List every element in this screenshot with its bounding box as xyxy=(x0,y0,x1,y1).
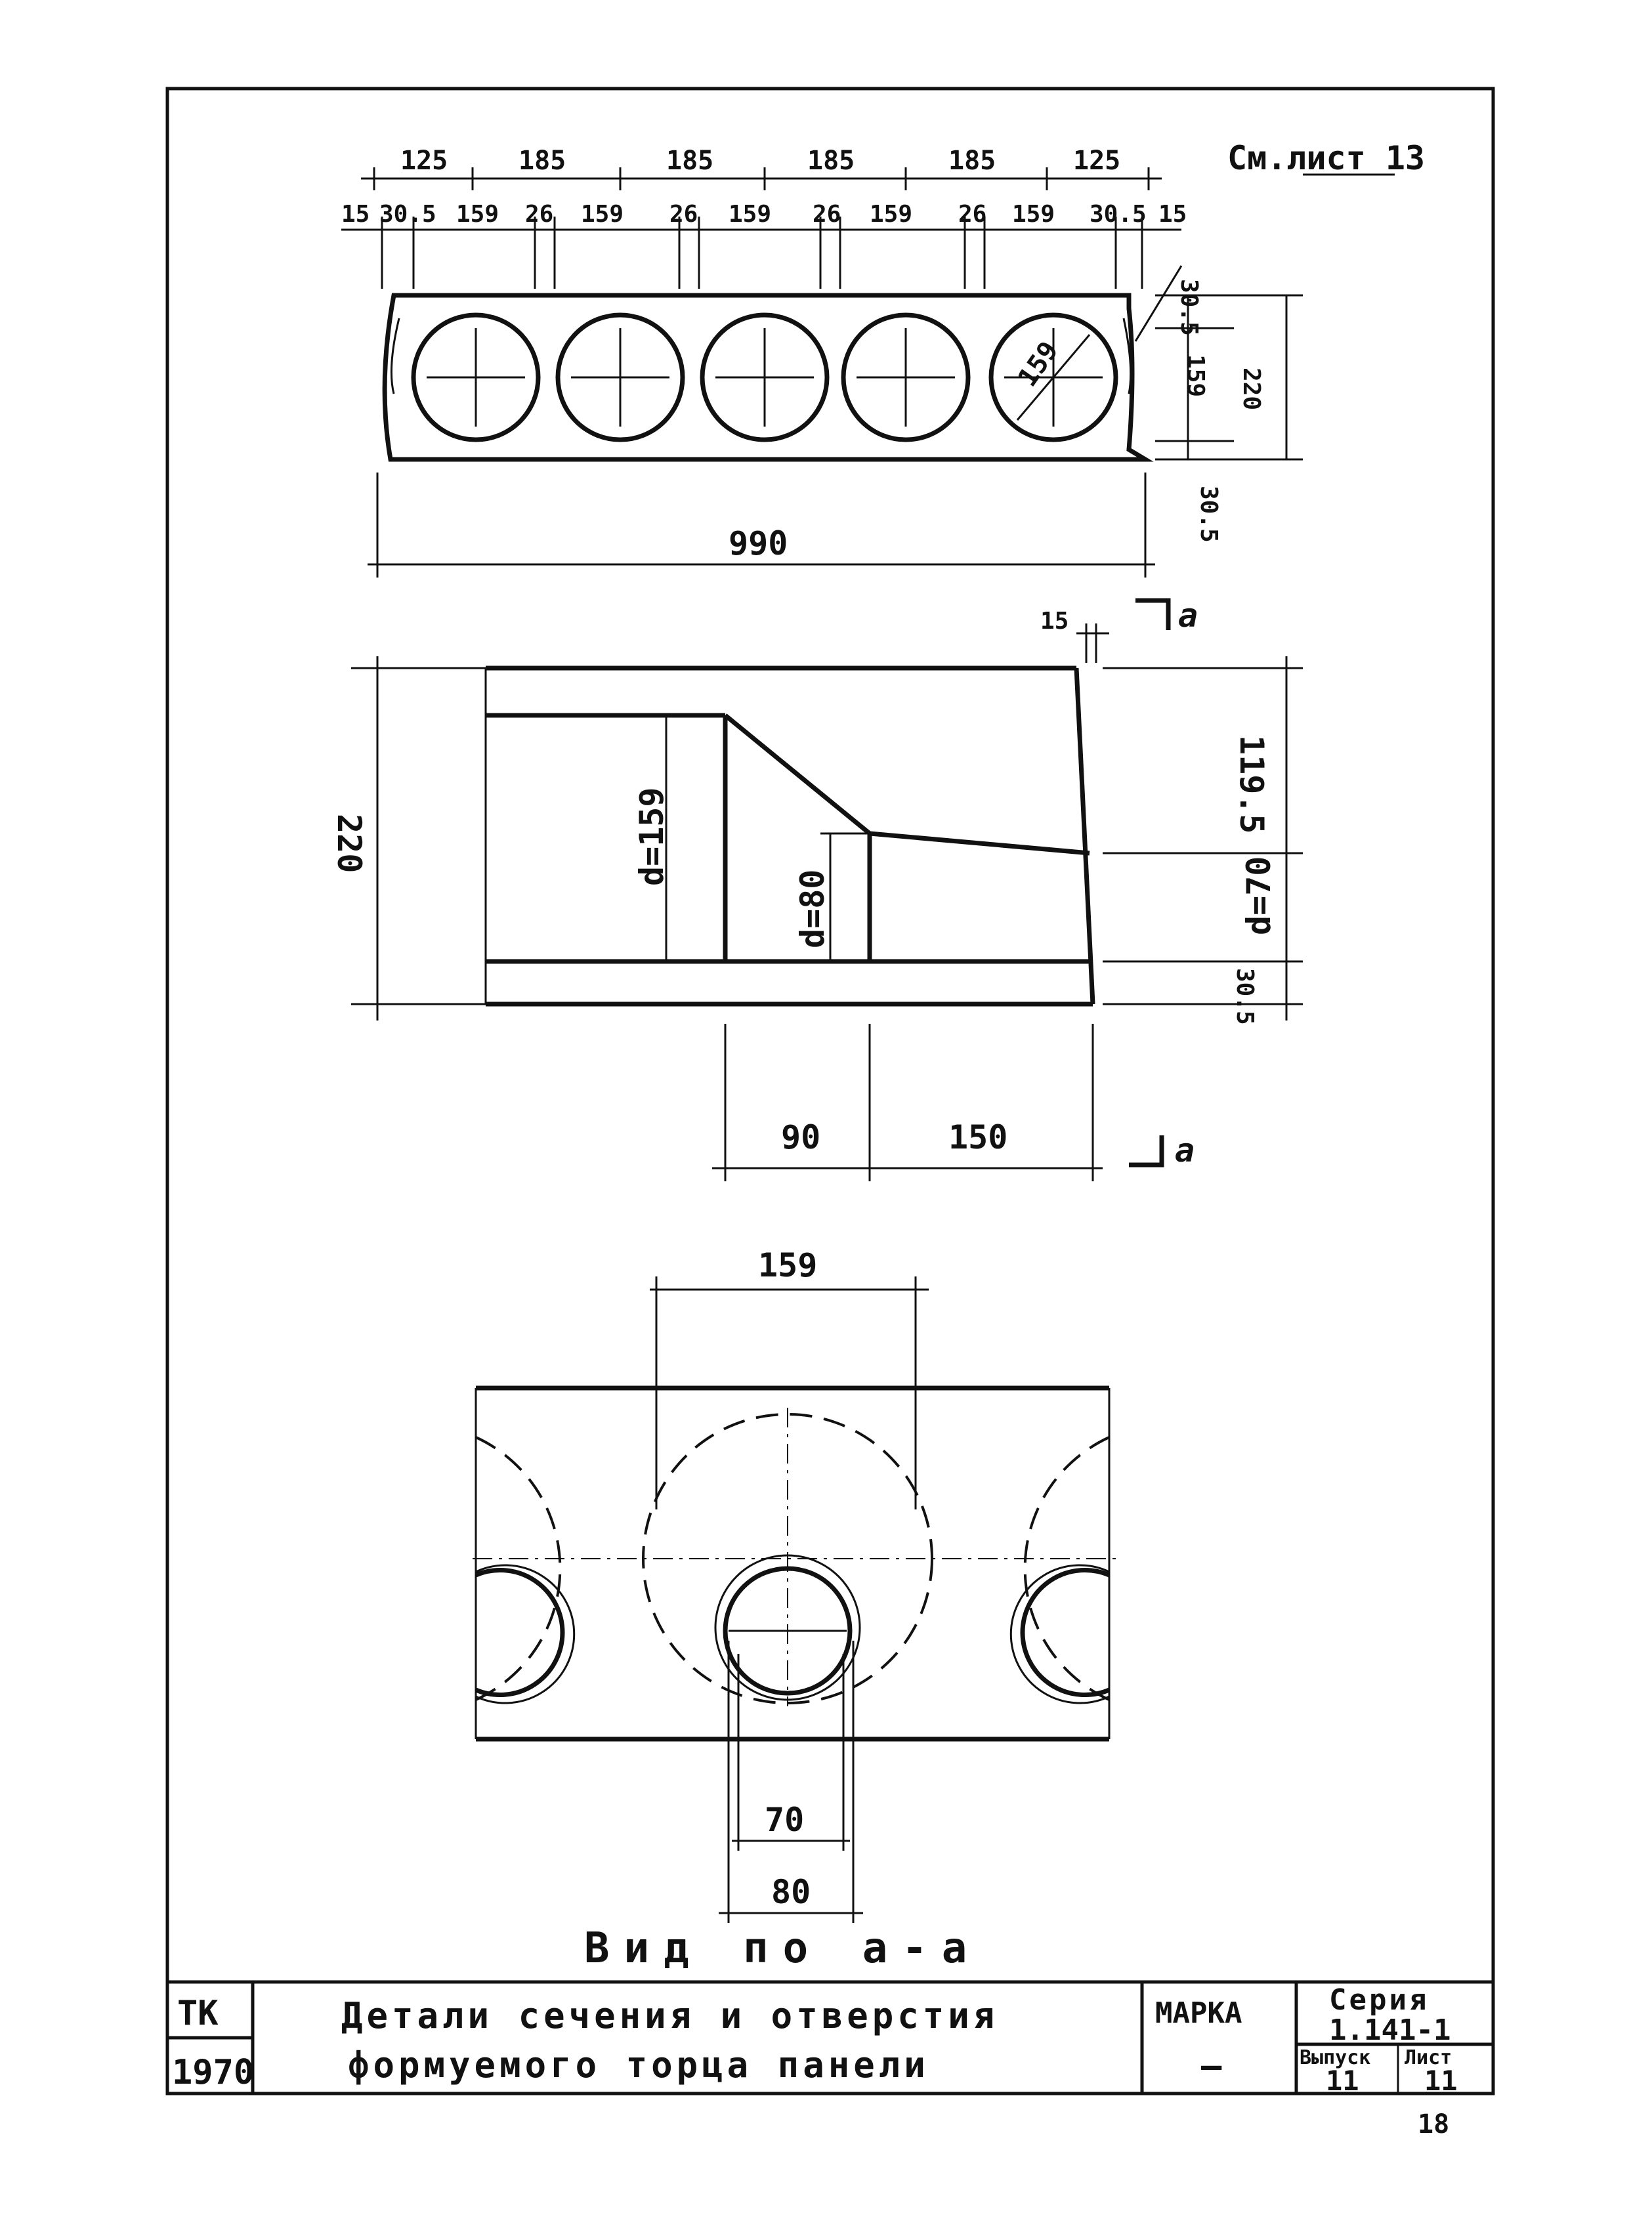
section-right-dim-3: 30.5 xyxy=(1231,968,1258,1025)
plan-hole-diameter: 159 xyxy=(1013,336,1065,392)
issue-label: Выпуск xyxy=(1300,2046,1370,2069)
opening-top xyxy=(869,831,1090,856)
section-mark-top-arrow xyxy=(1135,598,1171,630)
plan-height-top: 30.5 xyxy=(1175,279,1202,336)
page-number: 18 xyxy=(1418,2109,1449,2139)
plan-hollow-core-5 xyxy=(988,312,1118,442)
end-opening-left-outer xyxy=(475,1564,576,1704)
plan-overall-length: 990 xyxy=(729,524,788,562)
plan-dim-2-12: 30.5 xyxy=(1090,201,1147,228)
title-block: ТК 1970 Детали сечения и отверстия форму… xyxy=(167,1980,1493,2097)
plan-height-core: 159 xyxy=(1182,354,1209,397)
plan-height-bottom: 30.5 xyxy=(1195,486,1222,543)
plan-hollow-core-4 xyxy=(841,312,971,442)
plan-dim-2-7: 159 xyxy=(729,201,771,228)
reference-note: См.лист 13 xyxy=(1227,139,1425,177)
plan-dim-top-1: 125 xyxy=(400,146,448,176)
plan-dim-2-11: 159 xyxy=(1012,201,1055,228)
plan-dim-2-9: 159 xyxy=(870,201,912,228)
end-outer-dim: 80 xyxy=(771,1873,811,1911)
plan-dim-2-5: 159 xyxy=(581,201,624,228)
section-height-total: 220 xyxy=(330,814,368,873)
cavity-taper xyxy=(723,713,872,835)
section-right-dim-2: d=70 xyxy=(1240,856,1278,935)
plan-dim-2-2: 30.5 xyxy=(379,201,436,228)
section-top-offset: 15 xyxy=(1040,608,1069,635)
section-bottom-dim-1: 90 xyxy=(781,1118,820,1156)
section-d-small: d=80 xyxy=(794,870,832,948)
dim-ticks-second xyxy=(381,217,1143,289)
end-opening-right-outer xyxy=(1009,1564,1110,1704)
plan-dim-2-10: 26 xyxy=(958,201,986,228)
hole-diameter-leader xyxy=(1016,334,1091,421)
section-mark-bottom: a xyxy=(1175,1131,1195,1169)
end-view-caption: Вид по а-а xyxy=(584,1924,981,1973)
plan-dim-2-6: 26 xyxy=(669,201,698,228)
plan-dim-top-3: 185 xyxy=(666,146,713,176)
sheet-frame xyxy=(165,87,1495,2095)
plan-dim-top-4: 185 xyxy=(807,146,855,176)
end-dashed-core-right xyxy=(1023,1436,1110,1701)
plan-hollow-core-3 xyxy=(700,312,830,442)
marka-value: — xyxy=(1201,2046,1222,2086)
plan-dim-2-8: 26 xyxy=(813,201,841,228)
plan-dim-top-6: 125 xyxy=(1073,146,1120,176)
issue-value: 11 xyxy=(1326,2065,1359,2097)
section-right-dim-1: 119.5 xyxy=(1233,735,1271,834)
series-label: Серия xyxy=(1329,1983,1429,2017)
end-inner-dim: 70 xyxy=(765,1801,804,1839)
plan-view: 125 185 185 185 185 125 15 30.5 159 26 1… xyxy=(341,146,1303,578)
plan-dim-2-4: 26 xyxy=(525,201,553,228)
series-value: 1.141-1 xyxy=(1329,2013,1451,2047)
end-opening-right xyxy=(1020,1568,1111,1697)
plan-panel-outline xyxy=(382,293,1154,462)
end-dashed-core-left xyxy=(475,1436,562,1701)
plan-left-keyway xyxy=(390,318,400,394)
plan-hollow-core-2 xyxy=(555,312,685,442)
section-d-large: d=159 xyxy=(633,787,671,886)
section-mark-bottom-arrow xyxy=(1129,1135,1164,1168)
sheet-value: 11 xyxy=(1424,2065,1458,2097)
title-line-2: формуемого торца панели xyxy=(348,2044,929,2086)
end-opening-left xyxy=(475,1568,565,1697)
plan-dim-2-1: 15 xyxy=(341,201,370,228)
section-mark-top: a xyxy=(1178,597,1198,635)
marka-label: МАРКА xyxy=(1155,1996,1242,2030)
plan-dim-top-2: 185 xyxy=(519,146,566,176)
plan-height-total: 220 xyxy=(1238,368,1265,410)
dim-ticks-top xyxy=(373,167,1150,190)
plan-dim-top-5: 185 xyxy=(948,146,996,176)
end-top-dim: 159 xyxy=(758,1246,817,1284)
plan-dim-2-3: 159 xyxy=(456,201,499,228)
keyway-leader xyxy=(1134,265,1183,342)
end-view: 159 70 80 Вид по а-а xyxy=(473,1246,1116,1973)
year: 1970 xyxy=(172,2053,254,2092)
org-code: ТК xyxy=(177,1994,219,2033)
title-line-1: Детали сечения и отверстия xyxy=(341,1995,998,2036)
section-view: 15 a a 220 d=159 d=80 xyxy=(330,597,1303,1181)
sheet-label: Лист xyxy=(1405,2046,1452,2069)
section-end-face xyxy=(1074,667,1095,1005)
plan-hollow-core-1 xyxy=(411,312,541,442)
section-bottom-dim-2: 150 xyxy=(948,1118,1007,1156)
plan-dim-2-13: 15 xyxy=(1158,201,1187,228)
plan-right-keyway xyxy=(1122,318,1132,394)
